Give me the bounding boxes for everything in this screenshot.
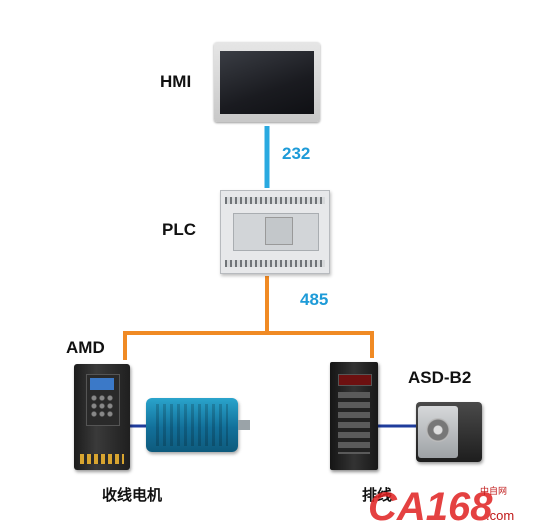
servo-caption: 排线 — [362, 486, 393, 504]
servo-motor — [416, 402, 482, 462]
servo-connectors — [338, 392, 370, 454]
servo-motor-shaft-hub — [426, 418, 450, 442]
plc-top-terminals — [225, 197, 325, 204]
rs485-bus — [123, 276, 269, 360]
amd-display — [90, 378, 114, 390]
hmi-screen — [220, 51, 314, 114]
amd-inverter — [74, 364, 130, 470]
watermark-tagline: 中自网 — [480, 485, 507, 497]
ca168-watermark-logo: CA168 中自网 .com — [368, 485, 514, 528]
servo-drive — [330, 362, 378, 470]
rs485-bus-branch — [267, 331, 374, 358]
watermark-logo-text: CA168 — [368, 485, 493, 528]
plc-unit — [220, 190, 330, 274]
rs232-label: 232 — [282, 144, 311, 163]
amd-caption: 收线电机 — [102, 486, 163, 504]
servo-display — [338, 374, 372, 386]
hmi-label: HMI — [160, 72, 192, 91]
plc-label: PLC — [162, 220, 196, 239]
plc-port-cover — [265, 217, 293, 245]
amd-terminal-strip — [80, 454, 124, 464]
motor-cooling-fins — [156, 404, 228, 446]
amd-label: AMD — [66, 338, 105, 357]
rs485-label: 485 — [300, 290, 329, 309]
watermark-suffix: .com — [486, 508, 514, 523]
amd-keys — [90, 394, 114, 418]
winding-motor — [146, 398, 250, 452]
motor-shaft — [238, 420, 250, 430]
hmi-panel — [214, 42, 320, 122]
plc-bottom-terminals — [225, 260, 325, 267]
servo-label: ASD-B2 — [408, 368, 472, 387]
